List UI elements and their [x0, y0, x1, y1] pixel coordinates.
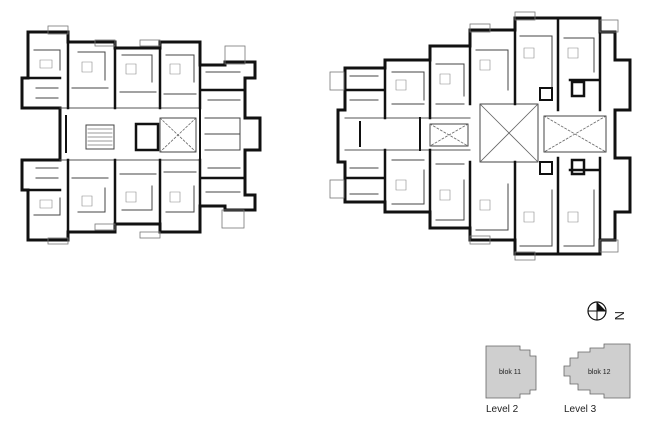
- blok-11-label: blok 11: [499, 369, 521, 376]
- north-letter: N: [612, 311, 627, 320]
- blok-11-shape: [485, 345, 537, 399]
- level-2-caption: Level 2: [486, 404, 519, 415]
- level-3-caption: Level 3: [564, 404, 597, 415]
- blok-12-shape: [563, 343, 631, 399]
- key-plan-blok-12: blok 12: [563, 343, 631, 399]
- level-2-floor-plan: [20, 25, 262, 245]
- north-arrow: N: [587, 301, 627, 321]
- blok-12-label: blok 12: [588, 369, 611, 376]
- key-plan-blok-11: blok 11: [485, 345, 537, 399]
- level-3-floor-plan: [329, 11, 632, 261]
